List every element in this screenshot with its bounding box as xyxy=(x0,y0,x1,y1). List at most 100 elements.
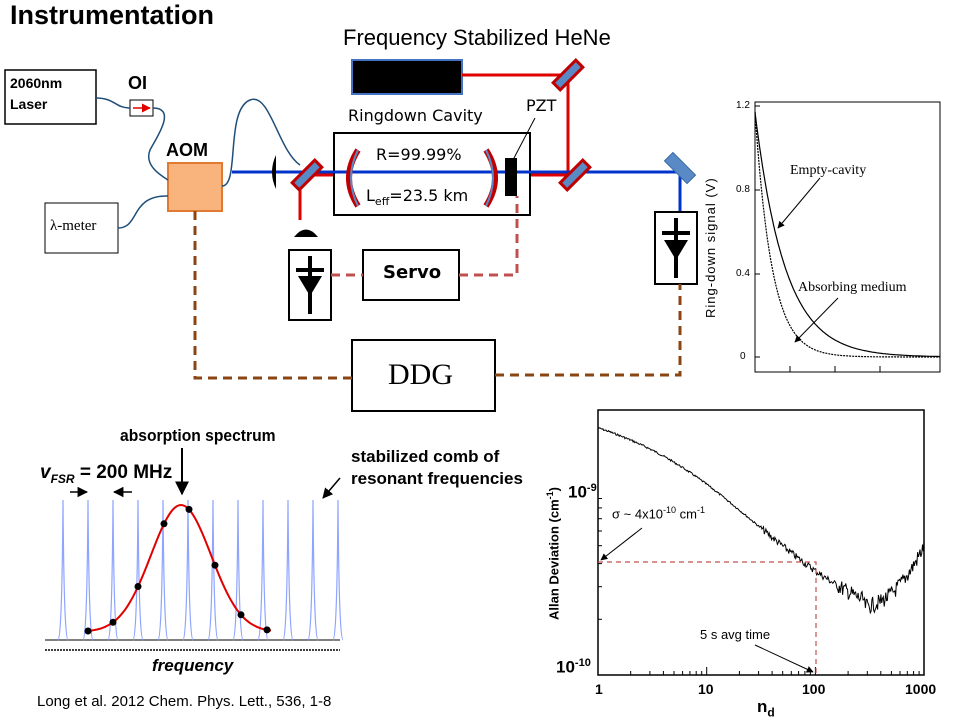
comb-dot-0 xyxy=(84,627,92,635)
ringdown-plot-frame xyxy=(754,101,941,373)
comb-line-8 xyxy=(257,499,269,641)
fiber-aom-output xyxy=(221,98,301,187)
pzt-label: PZT xyxy=(526,96,557,115)
allan-ytick-lower-base: 10 xyxy=(556,657,575,677)
fold-mirror-top-right xyxy=(551,58,585,92)
allan-ytick-lower-exp: -10 xyxy=(574,657,591,669)
comb-dot-5 xyxy=(211,561,219,569)
fsr-label: vFSR = 200 MHz xyxy=(40,462,172,486)
allan-xtick-1: 10 xyxy=(698,681,714,697)
pzt-block xyxy=(505,158,517,196)
ringdown-ylabel: Ring-down signal (V) xyxy=(703,177,718,318)
allan-ylabel-exp: -1 xyxy=(545,491,555,500)
ddg-to-detector xyxy=(495,284,682,377)
comb-line-5 xyxy=(182,499,194,641)
servo-label: Servo xyxy=(383,262,442,283)
allan-xlabel-sub: d xyxy=(767,705,775,720)
fold-mirror-far-right xyxy=(663,151,697,185)
sigma-unit-exp: -1 xyxy=(697,505,706,515)
detector-lens-icon xyxy=(294,229,318,237)
allan-ylabel-main: Allan Deviation (cm xyxy=(546,499,562,620)
ringdown-plot-panel xyxy=(707,94,947,372)
allan-xtick-2: 100 xyxy=(802,681,826,697)
allan-ytick-lower: 10-10 xyxy=(556,657,591,678)
comb-dot-6 xyxy=(237,611,245,619)
cavity-mirror-left-inner xyxy=(350,149,359,207)
allan-xtick-3: 1000 xyxy=(905,681,937,697)
allan-ytick-upper-exp: -9 xyxy=(586,482,597,494)
allan-ticks xyxy=(597,498,920,675)
lens-icon xyxy=(272,155,276,189)
allan-xlabel: nd xyxy=(757,697,775,719)
cavity-mirror-right-inner xyxy=(485,149,494,207)
ringdown-ytick-1: 0.8 xyxy=(736,184,750,195)
allan-xlabel-main: n xyxy=(757,697,768,716)
avg-time-arrow xyxy=(754,644,814,673)
comb-line-0 xyxy=(57,499,69,641)
sigma-unit: cm xyxy=(676,506,697,522)
comb-arrow xyxy=(322,477,341,499)
lambda-meter-label: λ-meter xyxy=(50,218,97,234)
servo-box xyxy=(362,249,460,301)
sigma-prefix: σ ~ 4x10 xyxy=(612,506,664,522)
comb-label-line2: resonant frequencies xyxy=(351,469,523,488)
ringdown-plot xyxy=(707,94,947,373)
allan-xtick-0: 1 xyxy=(595,681,603,697)
comb-dot-2 xyxy=(134,583,142,590)
comb-line-7 xyxy=(232,499,244,641)
comb-line-6 xyxy=(207,499,219,641)
lambda-meter-box xyxy=(44,202,119,254)
detector-right xyxy=(654,211,698,285)
fold-mirror-right xyxy=(558,158,592,192)
fsr-sub: FSR xyxy=(50,471,75,486)
empty-cavity-label: Empty-cavity xyxy=(790,163,867,178)
leff-label: Leff=23.5 km xyxy=(366,186,468,208)
comb-figure xyxy=(45,448,344,651)
reflectivity-label: R=99.99% xyxy=(376,145,462,164)
fsr-prefix: v xyxy=(40,462,51,483)
oi-label: OI xyxy=(128,73,148,93)
ddg-label: DDG xyxy=(388,358,453,391)
allan-deviation-curve xyxy=(597,427,925,615)
allan-ylabel-close: ) xyxy=(546,487,562,492)
comb-line-1 xyxy=(82,499,94,641)
fiber-oi-to-aom xyxy=(147,107,169,181)
ddg-to-aom-trigger xyxy=(193,211,352,380)
comb-line-3 xyxy=(132,499,144,641)
absorbing-medium-curve xyxy=(754,111,940,358)
comb-xlabel: frequency xyxy=(152,656,234,675)
servo-to-pzt xyxy=(459,196,519,277)
fiber-laser-to-oi xyxy=(95,97,131,109)
allan-ytick-upper: 10-9 xyxy=(568,482,597,503)
optical-setup xyxy=(4,58,698,412)
absorption-spectrum-label: absorption spectrum xyxy=(120,426,276,445)
fiber-aom-to-lambda-meter xyxy=(117,195,169,229)
absorbing-medium-arrow xyxy=(794,297,839,343)
ringdown-ytick-3: 0 xyxy=(740,351,746,362)
avg-time-label: 5 s avg time xyxy=(700,627,771,642)
comb-line-4 xyxy=(157,499,169,641)
ringdown-ytick-2: 0.4 xyxy=(736,268,750,279)
empty-cavity-curve xyxy=(754,111,940,358)
allan-plot xyxy=(537,405,939,715)
comb-lines xyxy=(57,499,344,641)
detector-left xyxy=(288,249,332,321)
comb-dot-1 xyxy=(109,618,117,626)
comb-dot-7 xyxy=(263,626,271,634)
comb-dot-4 xyxy=(185,505,193,513)
ringdown-ticks xyxy=(755,105,881,372)
laser-label-line1: 2060nm xyxy=(10,75,63,91)
sigma-exp: -10 xyxy=(663,505,677,515)
empty-cavity-arrow xyxy=(777,177,821,229)
allan-5s-guide xyxy=(598,561,817,675)
ringdown-cavity-label: Ringdown Cavity xyxy=(348,106,483,125)
comb-line-9 xyxy=(282,499,294,641)
citation: Long et al. 2012 Chem. Phys. Lett., 536,… xyxy=(37,693,332,710)
allan-ylabel: Allan Deviation (cm-1) xyxy=(545,487,561,620)
comb-label-line1: stabilized comb of xyxy=(351,447,500,466)
hene-laser-block xyxy=(351,59,463,95)
ringdown-ytick-0: 1.2 xyxy=(736,100,750,111)
comb-dot-3 xyxy=(160,520,168,528)
leff-value: =23.5 km xyxy=(389,186,469,205)
pzt-pointer-line xyxy=(513,117,536,159)
